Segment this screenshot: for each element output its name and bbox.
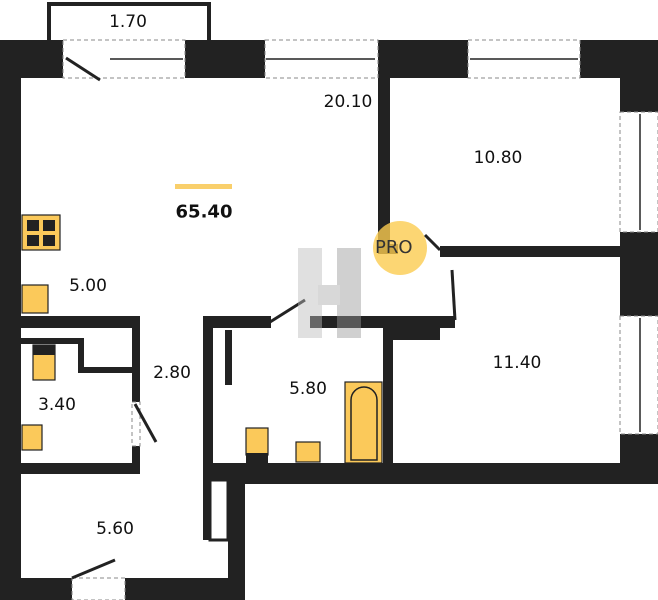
walls — [0, 40, 658, 600]
pro-badge: PRO — [373, 221, 427, 275]
window-glazing — [110, 58, 641, 432]
pro-badge-text: PRO — [375, 237, 413, 258]
hallway-area: 5.60 — [96, 519, 134, 539]
total-area: 65.40 — [175, 201, 233, 223]
bathroom-sink-icon — [295, 441, 321, 463]
bedroom-2-area: 11.40 — [492, 353, 542, 373]
wc-sink-icon — [21, 424, 43, 451]
bathroom-toilet-icon — [245, 427, 269, 456]
total-area-bar — [175, 184, 232, 189]
doors — [65, 56, 457, 580]
balcony-outline — [47, 2, 211, 40]
windows — [62, 39, 658, 600]
kitchen-sink-icon — [21, 284, 49, 314]
bedroom-1-area: 10.80 — [473, 148, 523, 168]
watermark-logo — [298, 248, 361, 338]
living-room-area: 20.10 — [323, 92, 373, 112]
balcony-area: 1.70 — [109, 12, 147, 32]
bathroom-area: 5.80 — [289, 379, 327, 399]
kitchen-area: 5.00 — [69, 276, 107, 296]
corridor-area: 2.80 — [153, 363, 191, 383]
wc-area: 3.40 — [38, 395, 76, 415]
